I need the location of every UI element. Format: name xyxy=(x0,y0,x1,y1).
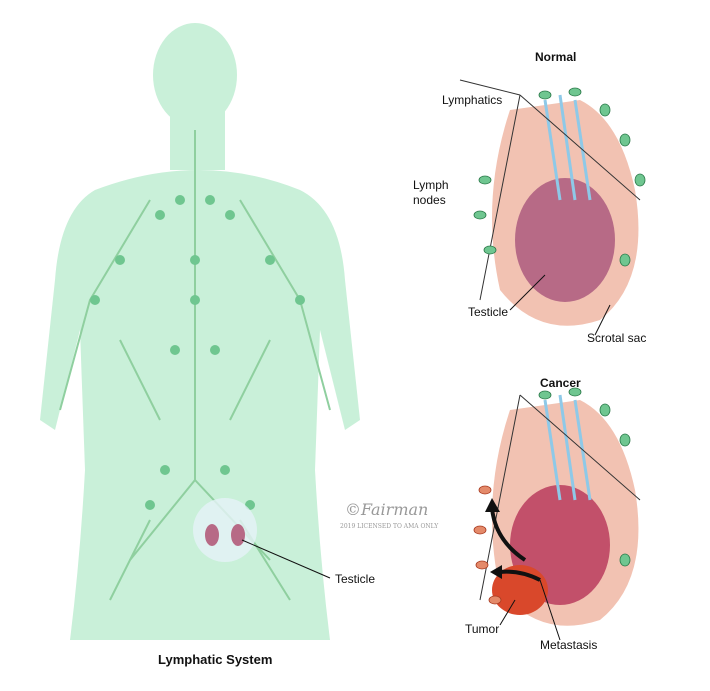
normal-scrotum xyxy=(459,79,646,336)
testicle-label-body: Testicle xyxy=(335,572,376,586)
figure-title: Lymphatic System xyxy=(158,652,273,667)
svg-text:2019 LICENSED TO AMA ONLY: 2019 LICENSED TO AMA ONLY xyxy=(340,523,439,530)
svg-text:©Fairman: ©Fairman xyxy=(345,500,428,519)
normal-heading: Normal xyxy=(535,50,577,64)
lymph-nodes-body xyxy=(90,195,305,510)
lymph-label-line2: nodes xyxy=(413,193,446,207)
testicles-body xyxy=(193,498,331,579)
tumor-label: Tumor xyxy=(465,622,500,636)
scrotal-sac-label: Scrotal sac xyxy=(587,331,647,345)
lymph-label-line1: Lymph xyxy=(413,178,449,192)
cancer-scrotum xyxy=(473,387,641,641)
lymphatics-label: Lymphatics xyxy=(442,93,503,107)
testicle-label-normal: Testicle xyxy=(468,305,509,319)
body-silhouette xyxy=(40,23,360,640)
metastasis-label: Metastasis xyxy=(540,638,598,652)
artist-signature: ©Fairman 2019 LICENSED TO AMA ONLY xyxy=(340,500,439,530)
cancer-heading: Cancer xyxy=(540,376,581,390)
